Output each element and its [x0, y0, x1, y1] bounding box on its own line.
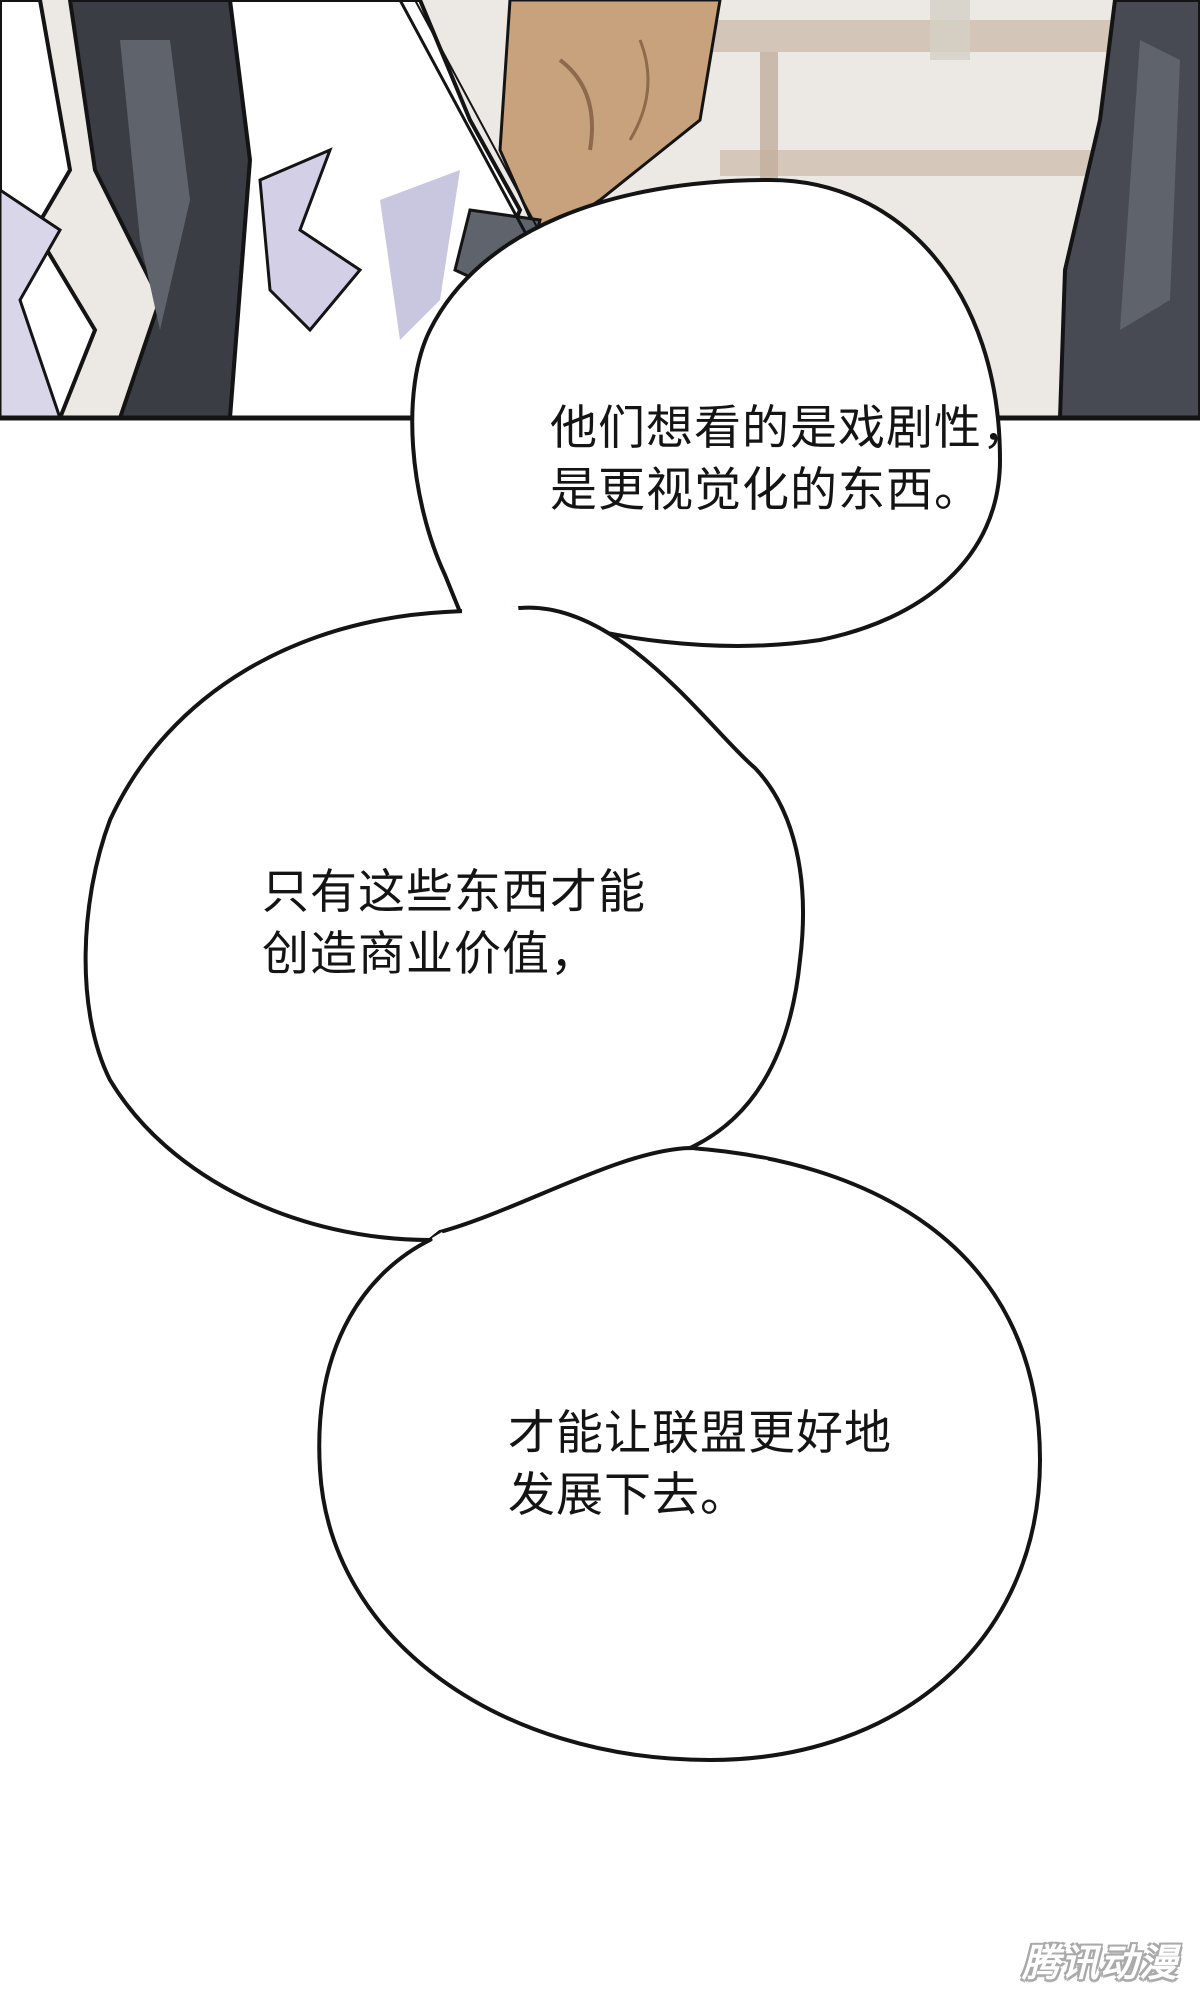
speech-bubble-1-text: 他们想看的是戏剧性， 是更视觉化的东西。 — [550, 398, 1030, 522]
speech-bubble-3 — [317, 1146, 1042, 1762]
speech-bubble-2 — [83, 605, 805, 1242]
speech-bubble-1 — [410, 178, 1002, 648]
bubble-2-line-2: 创造商业价值， — [262, 927, 598, 982]
speech-bubble-2-text: 只有这些东西才能 创造商业价值， — [262, 862, 646, 986]
character-arm — [498, 0, 722, 243]
bubble-2-line-1: 只有这些东西才能 — [262, 865, 646, 920]
bubble-3-line-1: 才能让联盟更好地 — [508, 1406, 892, 1461]
bubble-1-line-2: 是更视觉化的东西。 — [550, 463, 982, 518]
watermark-logo: 腾讯动漫 — [1021, 1941, 1178, 1985]
speech-bubble-3-text: 才能让联盟更好地 发展下去。 — [508, 1403, 892, 1527]
bubble-1-line-1: 他们想看的是戏剧性， — [550, 401, 1030, 456]
bubble-3-line-2: 发展下去。 — [508, 1468, 748, 1523]
